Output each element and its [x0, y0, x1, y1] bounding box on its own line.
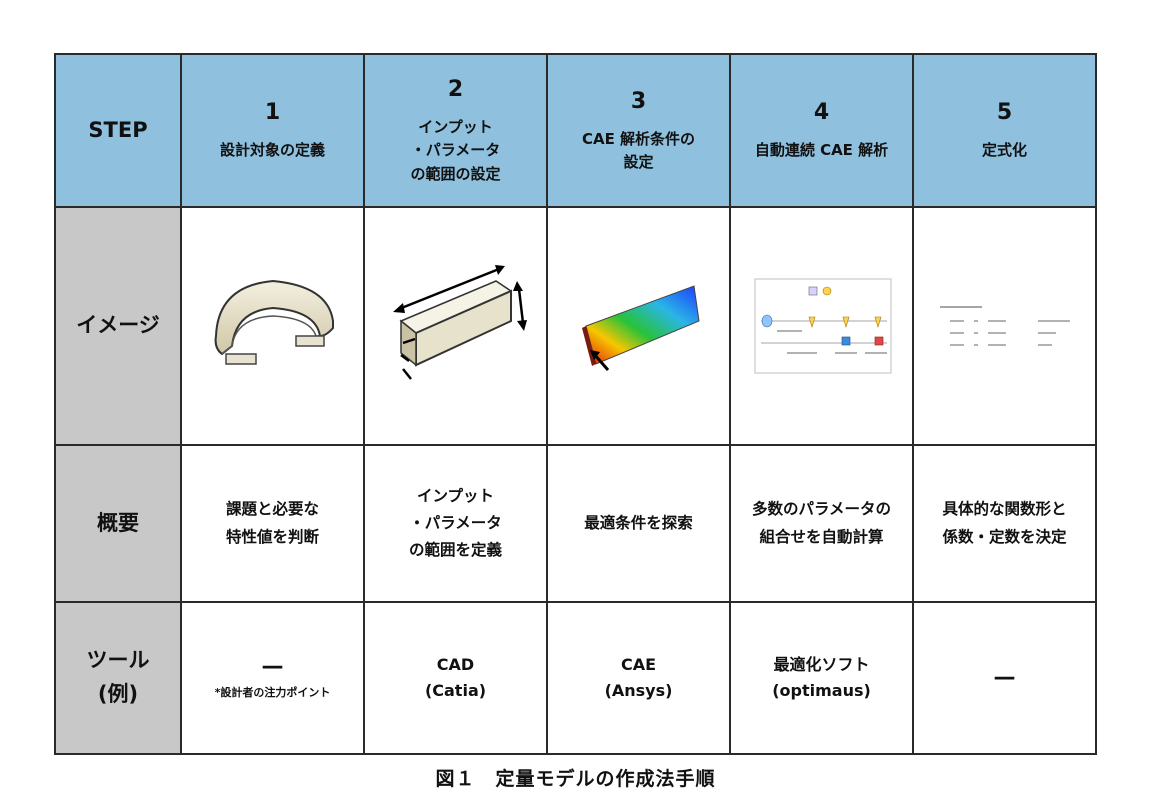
step-header-5: 5 定式化 [912, 53, 1097, 208]
tool-cell-3: CAE (Ansys) [546, 601, 731, 755]
row-header-summary: 概要 [54, 444, 182, 603]
step-number: 4 [813, 100, 830, 126]
step-title: CAE 解析条件の 設定 [581, 129, 696, 171]
step-header-row: STEP 1 設計対象の定義 2 インプット ・パラメータ の範囲の設定 3 C… [54, 53, 1097, 208]
tool-cell-1: — *設計者の注力ポイント [180, 601, 365, 755]
tool-cell-5: — [912, 601, 1097, 755]
figure-caption: 図１ 定量モデルの作成法手順 [435, 768, 716, 790]
step-title: 設計対象の定義 [219, 141, 325, 160]
tool-dash: — [993, 665, 1016, 690]
image-cell-3 [546, 206, 731, 446]
image-row: イメージ [54, 206, 1097, 446]
cae-contour-icon [581, 285, 700, 371]
image-cell-5 [912, 206, 1097, 446]
step-number: 2 [447, 77, 464, 103]
summary-row: 概要 課題と必要な 特性値を判断 インプット ・パラメータ の範囲を定義 最適条… [54, 444, 1097, 603]
step-number: 3 [630, 88, 647, 114]
summary-cell-5: 具体的な関数形と 係数・定数を決定 [912, 444, 1097, 603]
image-cell-2 [363, 206, 548, 446]
image-cell-4 [729, 206, 914, 446]
image-cell-1 [180, 206, 365, 446]
tool-cell-4: 最適化ソフト (optimaus) [729, 601, 914, 755]
row-header-image: イメージ [54, 206, 182, 446]
step-header-1: 1 設計対象の定義 [180, 53, 365, 208]
workflow-diagram-icon [754, 278, 891, 374]
step-header-4: 4 自動連続 CAE 解析 [729, 53, 914, 208]
summary-cell-2: インプット ・パラメータ の範囲を定義 [363, 444, 548, 603]
steps-table: STEP 1 設計対象の定義 2 インプット ・パラメータ の範囲の設定 3 C… [54, 53, 1097, 755]
step-header-2: 2 インプット ・パラメータ の範囲の設定 [363, 53, 548, 208]
tool-cell-2: CAD (Catia) [363, 601, 548, 755]
formula-list-icon [939, 306, 1070, 346]
step-number: 1 [264, 100, 281, 126]
curved-part-icon [214, 279, 334, 365]
step-number: 5 [996, 100, 1013, 126]
step-title: 定式化 [981, 141, 1027, 160]
row-header-tool: ツール (例) [54, 601, 182, 755]
step-title: インプット ・パラメータ の範囲の設定 [410, 118, 501, 183]
summary-cell-3: 最適条件を探索 [546, 444, 731, 603]
summary-cell-4: 多数のパラメータの 組合せを自動計算 [729, 444, 914, 603]
summary-cell-1: 課題と必要な 特性値を判断 [180, 444, 365, 603]
step-title: 自動連続 CAE 解析 [754, 141, 889, 160]
row-header-step: STEP [54, 53, 182, 208]
tool-dash: — [261, 654, 284, 679]
plate-dimension-icon [392, 265, 527, 380]
step-header-3: 3 CAE 解析条件の 設定 [546, 53, 731, 208]
tool-note: *設計者の注力ポイント [214, 686, 331, 699]
tool-row: ツール (例) — *設計者の注力ポイント CAD (Catia) CAE (A… [54, 601, 1097, 755]
